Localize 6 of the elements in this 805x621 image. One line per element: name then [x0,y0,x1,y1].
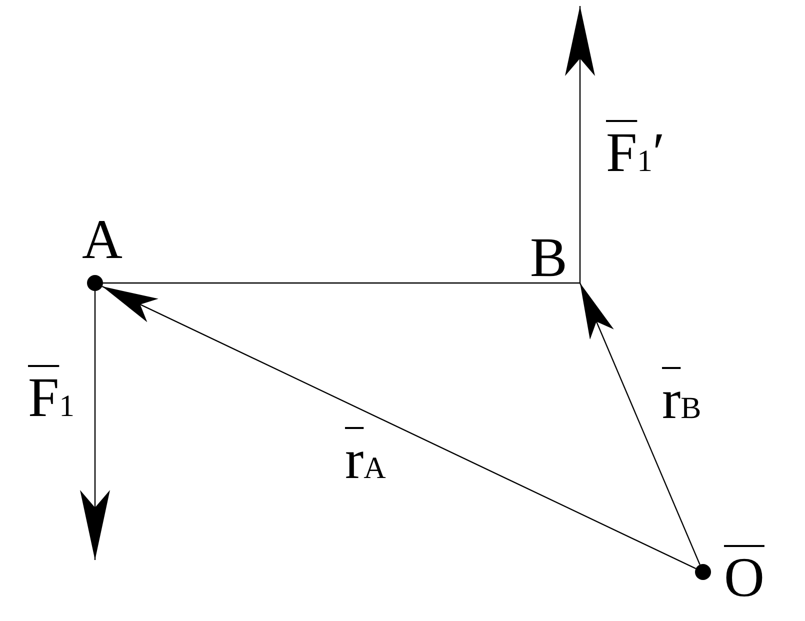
point-label: O [724,550,764,606]
point-label: B [530,230,568,286]
point-label: A [82,212,122,268]
connecting-line [103,282,580,284]
vector-arrow [579,282,700,565]
vector-arrow [102,286,696,570]
